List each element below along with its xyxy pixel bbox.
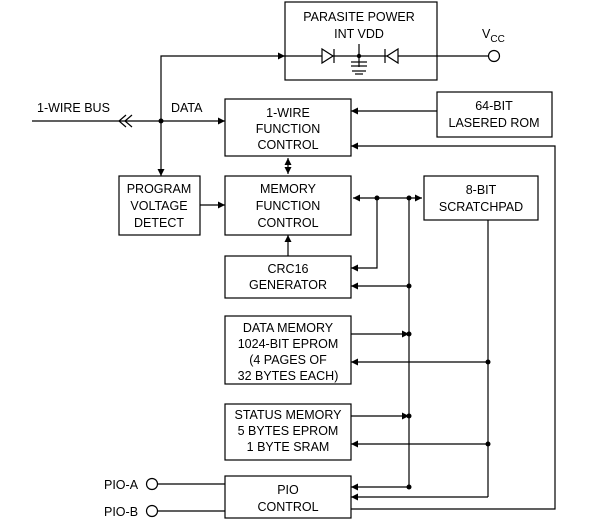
rom-box [436, 91, 553, 138]
vcc-label: VCC [482, 27, 505, 45]
int-vdd-label: INT VDD [334, 27, 384, 41]
memory-function-line2: FUNCTION [256, 199, 321, 213]
crc16-box [224, 255, 352, 299]
status-memory-box [224, 403, 352, 461]
crc16-line2: GENERATOR [249, 278, 327, 292]
pio-b-label: PIO-B [104, 505, 138, 519]
data-memory-line3: (4 PAGES OF [249, 353, 327, 367]
parasite-power-circuit [285, 44, 488, 75]
memory-function-line1: MEMORY [260, 182, 317, 196]
scratchpad-box [423, 175, 539, 221]
data-memory-line1: DATA MEMORY [243, 321, 334, 335]
status-memory-line2: 5 BYTES EPROM [238, 424, 339, 438]
crc16-line1: CRC16 [268, 262, 309, 276]
parasite-power-label: PARASITE POWER [303, 10, 415, 24]
pio-a-terminal [145, 477, 159, 491]
onewire-bus-label: 1-WIRE BUS [37, 101, 110, 115]
rom-line2: LASERED ROM [449, 116, 540, 130]
bus-chevron-icon [118, 114, 133, 128]
program-voltage-line1: PROGRAM [127, 182, 192, 196]
data-label: DATA [171, 101, 203, 115]
pio-control-box [224, 475, 352, 519]
function-control-line2: FUNCTION [256, 122, 321, 136]
function-control-line3: CONTROL [257, 138, 318, 152]
data-memory-line4: 32 BYTES EACH) [238, 369, 339, 383]
status-memory-line1: STATUS MEMORY [235, 408, 343, 422]
status-memory-line3: 1 BYTE SRAM [247, 440, 330, 454]
data-to-crc-wire [351, 198, 378, 272]
pio-to-function-wire [351, 142, 556, 510]
function-control-line1: 1-WIRE [266, 106, 310, 120]
data-memory-box [224, 315, 352, 385]
vcc-terminal [487, 49, 501, 63]
bus-to-parasite-wire [160, 52, 285, 121]
function-control-box [224, 98, 352, 157]
scratchpad-line1: 8-BIT [466, 183, 497, 197]
data-memory-line2: 1024-BIT EPROM [238, 337, 339, 351]
pio-a-label: PIO-A [104, 478, 139, 492]
pio-b-terminal [145, 504, 159, 518]
pio-control-line1: PIO [277, 483, 299, 497]
parasite-power-box [284, 1, 438, 81]
program-voltage-line3: DETECT [134, 216, 184, 230]
pio-control-line2: CONTROL [257, 500, 318, 514]
scratchpad-line2: SCRATCHPAD [439, 200, 523, 214]
program-voltage-line2: VOLTAGE [130, 199, 187, 213]
rom-line1: 64-BIT [475, 99, 513, 113]
memory-function-line3: CONTROL [257, 216, 318, 230]
